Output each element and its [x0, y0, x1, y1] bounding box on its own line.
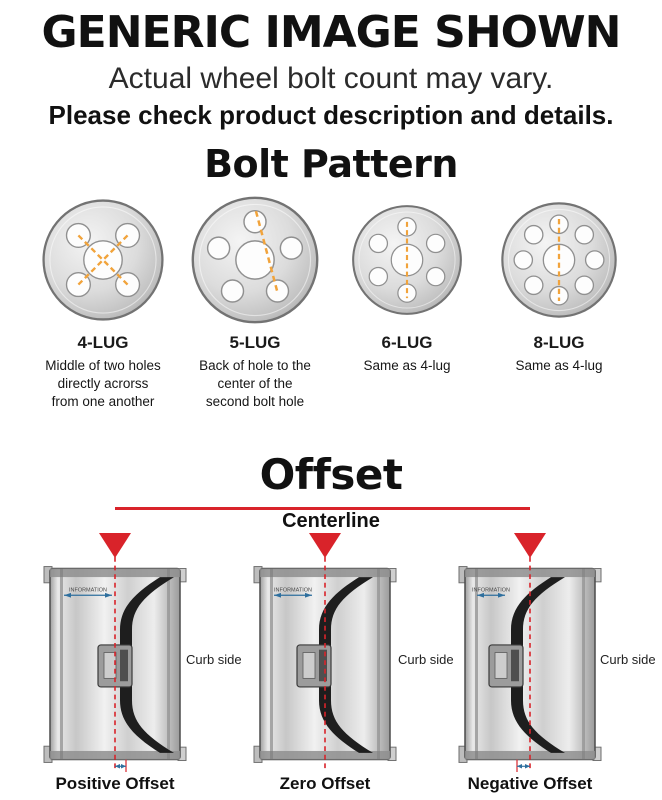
lug-name: 5-LUG	[229, 332, 281, 352]
lug-name: 8-LUG	[533, 332, 585, 352]
centerline-marker-icon	[309, 533, 341, 558]
wheel-disc	[296, 577, 373, 753]
lug-item-4: 4-LUG Middle of two holes directly acror…	[27, 191, 179, 411]
wheel-disc	[97, 577, 174, 753]
bolt-measurement-line	[254, 210, 279, 291]
bolt-measurement-line	[77, 234, 129, 286]
wheel-disc	[488, 577, 565, 753]
wheel-small-text: INFORMATION	[472, 587, 510, 593]
offset-label-negative: Negative Offset	[467, 774, 593, 793]
lug-item-6: 6-LUG Same as 4-lug	[331, 191, 483, 411]
zero-offset-wheel-icon: INFORMATION	[253, 557, 397, 772]
6-lug-wheel-diagram-icon	[352, 204, 462, 315]
centerline-marker-icon	[514, 533, 546, 558]
lug-description: Same as 4-lug	[515, 358, 603, 374]
centerline-marker-icon	[99, 533, 131, 558]
lug-name: 6-LUG	[381, 332, 433, 352]
wheel-cross-section-negative: INFORMATION	[455, 557, 605, 777]
lug-description: Middle of two holes directly acrorss fro…	[45, 358, 161, 409]
centerline-line	[115, 507, 530, 510]
lug-description: Back of hole to the center of the second…	[199, 358, 311, 409]
centerline-label: Centerline	[282, 510, 380, 532]
curb-side-label: Curb side	[186, 652, 242, 667]
4-lug-wheel-diagram-icon	[42, 199, 164, 321]
offset-label-zero: Zero Offset	[279, 774, 371, 793]
curb-side-label: Curb side	[600, 652, 656, 667]
wheel-small-text: INFORMATION	[274, 587, 312, 593]
offset-label-positive: Positive Offset	[55, 774, 175, 793]
note-text: Please check product description and det…	[48, 100, 614, 131]
positive-offset-wheel-icon: INFORMATION	[43, 557, 187, 772]
offset-heading: Offset	[259, 450, 403, 499]
5-lug-wheel-diagram-icon	[191, 196, 319, 324]
curb-side-label: Curb side	[398, 652, 454, 667]
wheel-cross-section-positive: INFORMATION	[40, 557, 190, 777]
bolt-pattern-row: 4-LUG Middle of two holes directly acror…	[0, 191, 662, 411]
lug-item-8: 8-LUG Same as 4-lug	[483, 191, 635, 411]
lug-item-5: 5-LUG Back of hole to the center of the …	[179, 191, 331, 411]
subtitle: Actual wheel bolt count may vary.	[108, 62, 554, 96]
page-title: GENERIC IMAGE SHOWN	[41, 7, 622, 58]
wheel-cross-section-zero: INFORMATION	[250, 557, 400, 777]
lug-name: 4-LUG	[77, 332, 129, 352]
offset-section: Offset Centerline	[0, 450, 662, 800]
bolt-pattern-heading: Bolt Pattern	[204, 142, 458, 187]
negative-offset-wheel-icon: INFORMATION	[458, 557, 602, 772]
wheel-small-text: INFORMATION	[69, 587, 107, 593]
bolt-measurement-line	[77, 234, 129, 286]
8-lug-wheel-diagram-icon	[501, 202, 617, 318]
lug-description: Same as 4-lug	[363, 358, 451, 374]
